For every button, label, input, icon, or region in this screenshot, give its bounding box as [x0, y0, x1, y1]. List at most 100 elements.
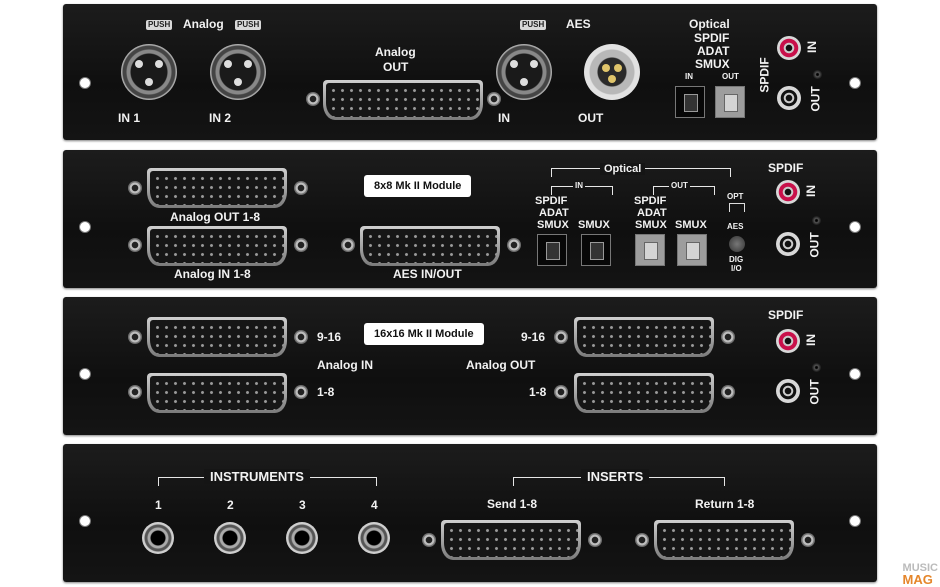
dsub-nut — [507, 238, 521, 252]
mount-hole-left — [79, 515, 91, 527]
instrument-4-label: 4 — [371, 498, 378, 512]
optical-in-port-2[interactable] — [581, 234, 611, 266]
aes-out-label: OUT — [578, 111, 604, 125]
instrument-jack-3[interactable] — [286, 522, 318, 554]
optical-smux-label: SMUX — [695, 57, 730, 71]
instrument-jack-1[interactable] — [142, 522, 174, 554]
instrument-jack-4[interactable] — [358, 522, 390, 554]
aes-in-out-dsub[interactable] — [360, 226, 500, 266]
optical-adat-label: ADAT — [697, 44, 730, 58]
dsub-nut — [721, 330, 735, 344]
spdif-rca-output[interactable] — [776, 232, 800, 256]
instrument-jack-2[interactable] — [214, 522, 246, 554]
dsub-nut — [801, 533, 815, 547]
analog-in-1-8-label: Analog IN 1-8 — [174, 267, 251, 281]
push-tab-3[interactable]: PUSH — [520, 20, 547, 30]
xlr-input-2[interactable] — [210, 44, 266, 100]
dsub-nut — [128, 330, 142, 344]
mount-hole-left — [79, 368, 91, 380]
dsub-nut — [487, 92, 501, 106]
rca-in-label: IN — [805, 41, 819, 53]
analog-out-1-8-dsub[interactable] — [574, 373, 714, 413]
dsub-nut — [294, 330, 308, 344]
dsub-nut — [306, 92, 320, 106]
spdif-label: SPDIF — [768, 308, 804, 322]
optical-output-port[interactable] — [715, 86, 745, 118]
screw — [812, 216, 821, 225]
out-spdif-label: SPDIF — [634, 195, 667, 207]
dsub-nut — [635, 533, 649, 547]
spdif-rca-input[interactable] — [777, 36, 801, 60]
rca-out-label: OUT — [807, 232, 822, 258]
optical-out-port-1[interactable] — [635, 234, 665, 266]
aes-xlr-output[interactable] — [584, 44, 640, 100]
module-badge: 16x16 Mk II Module — [364, 323, 484, 345]
dsub-nut — [128, 181, 142, 195]
rca-in-label: IN — [804, 334, 818, 346]
optical-label: Optical — [689, 17, 730, 31]
watermark-line-1: MUSIC — [902, 562, 938, 574]
mount-hole-left — [79, 77, 91, 89]
optical-in-label: IN — [573, 181, 585, 190]
spdif-vertical-label: SPDIF — [757, 57, 772, 93]
analog-out-1-8-dsub[interactable] — [147, 168, 287, 208]
push-tab-2[interactable]: PUSH — [235, 20, 262, 30]
panel-8x8-module: Analog OUT 1-8 Analog IN 1-8 8x8 Mk II M… — [63, 150, 877, 288]
return-1-8-dsub[interactable] — [654, 520, 794, 560]
optical-out-label: OUT — [669, 181, 690, 190]
mount-hole-left — [79, 221, 91, 233]
dsub-nut — [128, 385, 142, 399]
spdif-label: SPDIF — [768, 161, 804, 175]
mount-hole-right — [849, 515, 861, 527]
dsub-nut — [422, 533, 436, 547]
analog-out-1-8-label: Analog OUT 1-8 — [170, 210, 261, 224]
instrument-2-label: 2 — [227, 498, 234, 512]
optical-out-label: OUT — [722, 72, 739, 81]
optical-out-port-2[interactable] — [677, 234, 707, 266]
send-1-8-dsub[interactable] — [441, 520, 581, 560]
panel-analog-aes-optical: Analog PUSH IN 1 PUSH IN 2 Analog OUT AE… — [63, 4, 877, 140]
aes-xlr-input[interactable] — [496, 44, 552, 100]
screw — [812, 363, 821, 372]
in-spdif-label: SPDIF — [535, 195, 568, 207]
dig-io-switch[interactable] — [729, 236, 745, 252]
push-tab-1[interactable]: PUSH — [146, 20, 173, 30]
optical-in-port-1[interactable] — [537, 234, 567, 266]
analog-out-9-16-label: 9-16 — [521, 330, 546, 344]
analog-out-dsub[interactable] — [323, 80, 483, 120]
analog-in-1-8-dsub[interactable] — [147, 226, 287, 266]
spdif-rca-output[interactable] — [776, 379, 800, 403]
optical-input-port[interactable] — [675, 86, 705, 118]
xlr-input-1[interactable] — [121, 44, 177, 100]
analog-in-1-8-label: 1-8 — [317, 385, 335, 399]
analog-out-label-2: OUT — [383, 60, 409, 74]
in-adat-label: ADAT — [539, 207, 569, 219]
analog-out-1-8-label: 1-8 — [529, 385, 547, 399]
rca-out-label: OUT — [807, 379, 822, 405]
in-smux2-label: SMUX — [578, 219, 610, 231]
rca-out-label: OUT — [808, 86, 823, 112]
analog-out-label: Analog OUT — [466, 358, 536, 372]
analog-in-9-16-dsub[interactable] — [147, 317, 287, 357]
analog-in-9-16-label: 9-16 — [317, 330, 342, 344]
module-badge: 8x8 Mk II Module — [364, 175, 472, 197]
in2-label: IN 2 — [209, 111, 232, 125]
dsub-nut — [721, 385, 735, 399]
dsub-nut — [341, 238, 355, 252]
out-smux2-label: SMUX — [675, 219, 707, 231]
watermark-logo: MUSIC MAG — [902, 562, 938, 587]
pulse-icon — [729, 203, 745, 212]
analog-out-9-16-dsub[interactable] — [574, 317, 714, 357]
spdif-rca-output[interactable] — [777, 86, 801, 110]
dsub-nut — [294, 238, 308, 252]
switch-opt-label: OPT — [727, 192, 744, 201]
switch-dig-label: DIG — [729, 255, 744, 264]
spdif-rca-input[interactable] — [776, 180, 800, 204]
instrument-3-label: 3 — [299, 498, 306, 512]
aes-in-label: IN — [498, 111, 510, 125]
spdif-rca-input[interactable] — [776, 329, 800, 353]
analog-in-1-8-dsub[interactable] — [147, 373, 287, 413]
return-label: Return 1-8 — [695, 497, 755, 511]
dsub-nut — [128, 238, 142, 252]
switch-io-label: I/O — [731, 264, 742, 273]
